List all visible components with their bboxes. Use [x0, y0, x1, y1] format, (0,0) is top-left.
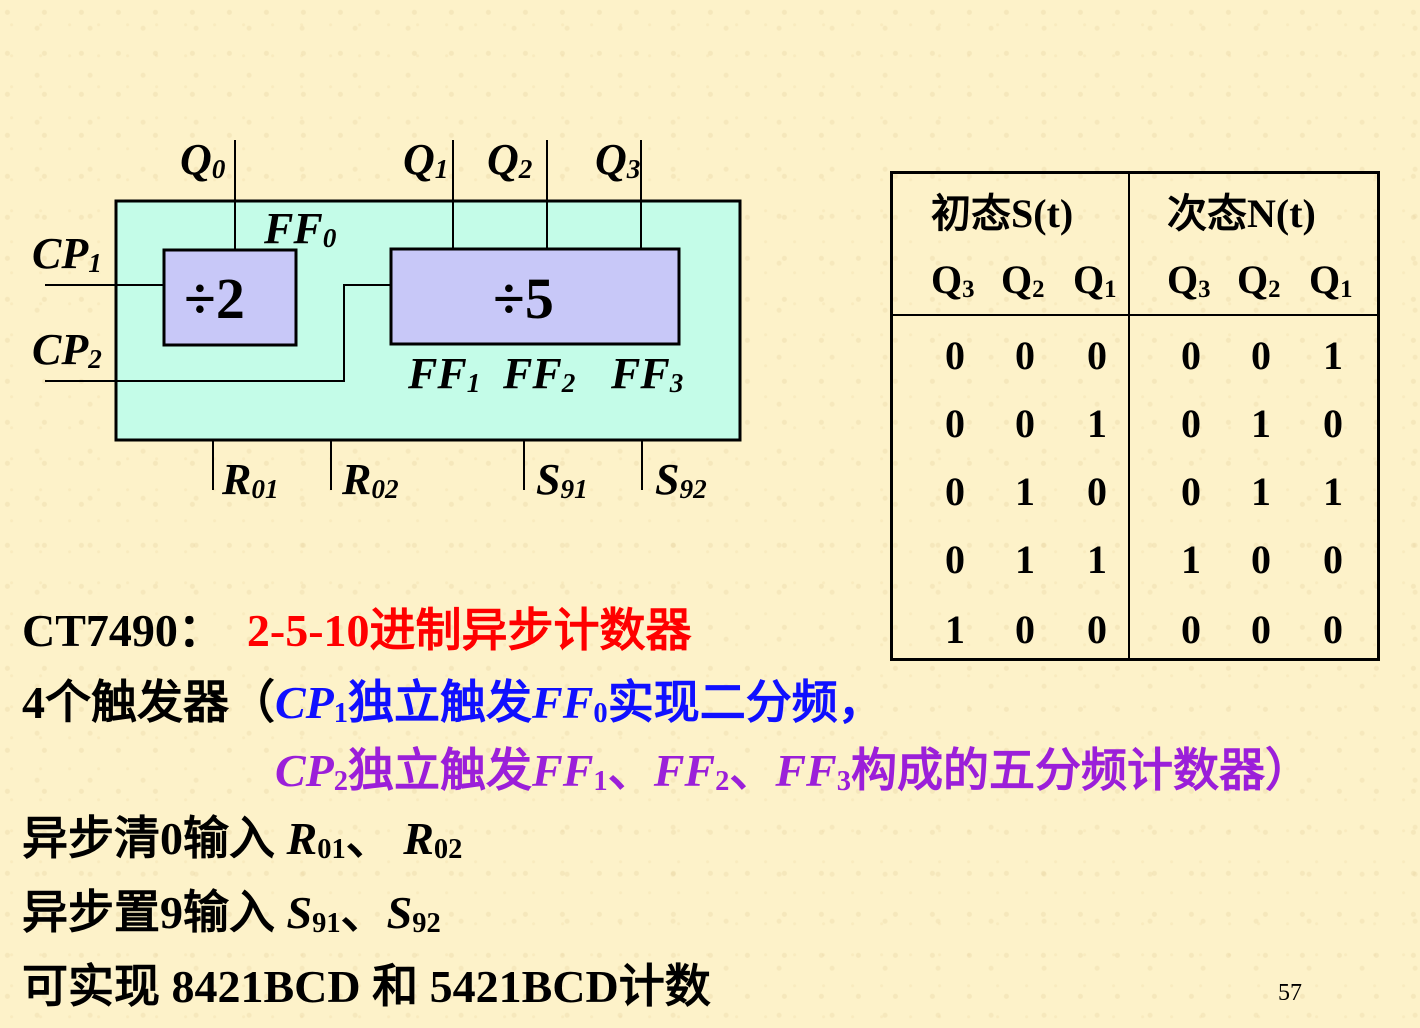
table-cell: 0 — [1015, 401, 1035, 446]
table-column-divider — [1128, 174, 1130, 658]
column-header: Q2 — [1001, 257, 1045, 303]
header-next-state: 次态N(t) — [1167, 191, 1316, 236]
flip-flop-line: 4个触发器（CP1独立触发FF0实现二分频， — [22, 677, 884, 730]
table-cell: 1 — [1181, 537, 1201, 582]
table-cell: 1 — [945, 607, 965, 652]
cp2-label: CP2 — [32, 325, 102, 375]
table-cell: 0 — [1181, 469, 1201, 514]
table-cell: 0 — [1251, 537, 1271, 582]
column-header: Q1 — [1073, 257, 1117, 303]
column-header: Q3 — [1167, 257, 1211, 303]
ff0-label: FF0 — [264, 204, 337, 254]
table-cell: 0 — [1087, 607, 1107, 652]
table-cell: 0 — [945, 469, 965, 514]
column-header: Q3 — [931, 257, 975, 303]
r02-label: R02 — [342, 455, 399, 505]
table-cell: 0 — [945, 537, 965, 582]
state-transition-table: 初态S(t) 次态N(t) Q3 Q2 Q1 Q3 Q2 Q1 0 0 0 0 0 1 0 0 1 0 1 0 0… — [890, 171, 1380, 661]
table-cell: 0 — [1181, 333, 1201, 378]
table-cell: 0 — [1015, 607, 1035, 652]
table-cell: 0 — [1323, 607, 1343, 652]
q0-label: Q0 — [180, 135, 226, 185]
table-cell: 0 — [1323, 401, 1343, 446]
table-cell: 0 — [1087, 469, 1107, 514]
table-cell: 0 — [1251, 333, 1271, 378]
column-header: Q2 — [1237, 257, 1281, 303]
divide-by-5-label: ÷5 — [493, 266, 554, 331]
q2-label: Q2 — [487, 135, 533, 185]
divide-by-2-block — [162, 248, 298, 347]
table-cell: 1 — [1015, 537, 1035, 582]
table-cell: 0 — [945, 401, 965, 446]
clear-input-line: 异步清0输入 R01、 R02 — [22, 813, 463, 866]
table-cell: 0 — [1181, 607, 1201, 652]
q3-label: Q3 — [595, 135, 641, 185]
table-header-divider — [893, 314, 1377, 316]
table-cell: 0 — [1015, 333, 1035, 378]
q1-label: Q1 — [403, 135, 449, 185]
table-cell: 0 — [1323, 537, 1343, 582]
title-highlight: 2-5-10进制异步计数器 — [246, 605, 692, 656]
table-cell: 1 — [1251, 401, 1271, 446]
set9-input-line: 异步置9输入 S91、S92 — [22, 887, 441, 940]
title-line: CT7490： 2-5-10进制异步计数器 — [22, 605, 692, 656]
table-cell: 1 — [1087, 401, 1107, 446]
table-cell: 0 — [945, 333, 965, 378]
ff2-label: FF2 — [503, 349, 576, 399]
r01-label: R01 — [222, 455, 279, 505]
cp2-description-line: CP2独立触发FF1、FF2、FF3构成的五分频计数器） — [275, 745, 1311, 798]
ff1-label: FF1 — [408, 349, 481, 399]
table-cell: 0 — [1251, 607, 1271, 652]
s91-label: S91 — [536, 455, 588, 505]
s92-label: S92 — [655, 455, 707, 505]
table-cell: 0 — [1087, 333, 1107, 378]
divide-by-5-block — [389, 247, 681, 346]
column-header: Q1 — [1309, 257, 1353, 303]
bcd-capability-line: 可实现 8421BCD 和 5421BCD计数 — [22, 961, 711, 1012]
table-cell: 1 — [1323, 469, 1343, 514]
header-current-state: 初态S(t) — [931, 191, 1074, 236]
page-number: 57 — [1278, 980, 1302, 1006]
table-cell: 0 — [1181, 401, 1201, 446]
table-cell: 1 — [1015, 469, 1035, 514]
ff3-label: FF3 — [611, 349, 684, 399]
table-cell: 1 — [1087, 537, 1107, 582]
table-cell: 1 — [1251, 469, 1271, 514]
table-cell: 1 — [1323, 333, 1343, 378]
divide-by-2-label: ÷2 — [184, 266, 245, 331]
cp1-label: CP1 — [32, 229, 102, 279]
